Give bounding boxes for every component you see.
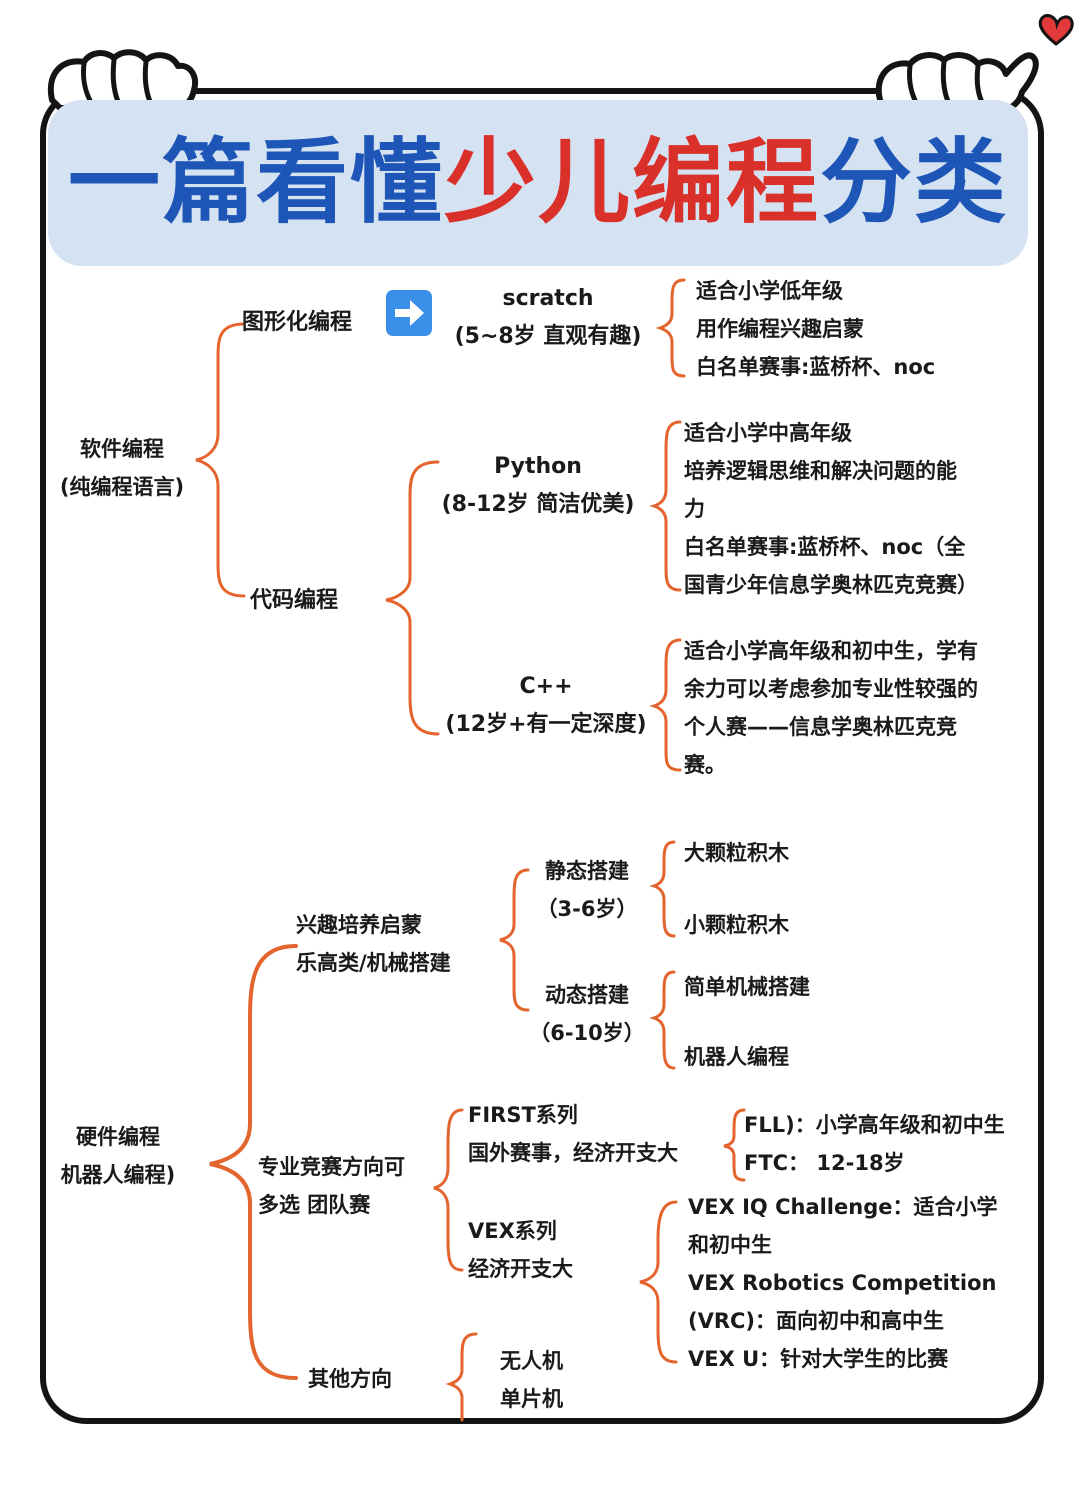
dynamic-build-line-2: （6-10岁） bbox=[529, 1021, 645, 1045]
vex-item-2: 和初中生 bbox=[688, 1233, 772, 1257]
scratch-note-2: 用作编程兴趣启蒙 bbox=[696, 317, 864, 341]
vex-series-label: VEX系列 经济开支大 bbox=[468, 1212, 573, 1288]
interest-label: 兴趣培养启蒙 乐高类/机械搭建 bbox=[296, 906, 451, 982]
scratch-note-3: 白名单赛事:蓝桥杯、noc bbox=[696, 355, 936, 379]
dynamic-build-line-1: 动态搭建 bbox=[545, 983, 629, 1007]
brace-cpp-notes bbox=[649, 638, 682, 772]
software-root-line-1: 软件编程 bbox=[80, 437, 164, 461]
competition-label: 专业竞赛方向可 多选 团队赛 bbox=[258, 1148, 405, 1224]
cpp-note-1: 适合小学高年级和初中生，学有 bbox=[684, 639, 978, 663]
python-note-1: 适合小学中高年级 bbox=[684, 421, 852, 445]
dynamic-item-1: 简单机械搭建 bbox=[684, 975, 810, 999]
first-series-line-2: 国外赛事，经济开支大 bbox=[468, 1141, 678, 1165]
hardware-root-line-1: 硬件编程 bbox=[76, 1125, 160, 1149]
vex-item-3: VEX Robotics Competition bbox=[688, 1271, 997, 1295]
brace-vex bbox=[639, 1200, 678, 1364]
vex-item-5: VEX U：针对大学生的比赛 bbox=[688, 1347, 949, 1371]
first-series-line-1: FIRST系列 bbox=[468, 1103, 578, 1127]
dynamic-item-2: 机器人编程 bbox=[684, 1045, 789, 1069]
first-items: FLL)：小学高年级和初中生 FTC： 12-18岁 bbox=[744, 1106, 1005, 1182]
software-root-label: 软件编程 (纯编程语言) bbox=[22, 430, 222, 506]
heart-icon bbox=[1038, 14, 1074, 46]
brace-competition bbox=[433, 1108, 464, 1272]
competition-line-1: 专业竞赛方向可 bbox=[258, 1155, 405, 1179]
brace-other bbox=[445, 1332, 478, 1422]
first-item-fll: FLL)：小学高年级和初中生 bbox=[744, 1113, 1005, 1137]
brace-interest bbox=[499, 868, 530, 1012]
vex-series-line-2: 经济开支大 bbox=[468, 1257, 573, 1281]
first-item-ftc: FTC： 12-18岁 bbox=[744, 1151, 905, 1175]
scratch-label: scratch (5~8岁 直观有趣) bbox=[436, 280, 660, 356]
brace-code bbox=[385, 460, 440, 736]
vex-item-4: (VRC)：面向初中和高中生 bbox=[688, 1309, 945, 1333]
other-item-drone: 无人机 bbox=[500, 1349, 563, 1373]
brace-hardware bbox=[209, 944, 298, 1380]
title-part-1: 一篇看懂 bbox=[67, 129, 444, 236]
cpp-note-3: 个人赛——信息学奥林匹克竞 bbox=[684, 715, 957, 739]
software-root-line-2: (纯编程语言) bbox=[59, 475, 185, 499]
static-build-line-2: （3-6岁） bbox=[536, 897, 638, 921]
python-line-2: (8-12岁 简洁优美) bbox=[441, 492, 635, 517]
title-part-2: 少儿编程 bbox=[443, 129, 820, 236]
hardware-root-line-2: 机器人编程) bbox=[60, 1163, 176, 1187]
card-frame bbox=[40, 88, 1044, 1424]
scratch-notes: 适合小学低年级 用作编程兴趣启蒙 白名单赛事:蓝桥杯、noc bbox=[696, 272, 935, 386]
cpp-line-1: C++ bbox=[519, 674, 573, 699]
brace-first bbox=[723, 1108, 746, 1182]
python-note-5: 国青少年信息学奥林匹克竞赛） bbox=[684, 573, 978, 597]
cpp-note-4: 赛。 bbox=[684, 753, 726, 777]
python-note-4: 白名单赛事:蓝桥杯、noc（全 bbox=[684, 535, 966, 559]
python-note-2: 培养逻辑思维和解决问题的能 bbox=[684, 459, 957, 483]
cpp-note-2: 余力可以考虑参加专业性较强的 bbox=[684, 677, 978, 701]
static-item-1: 大颗粒积木 bbox=[684, 841, 789, 865]
right-arrow-icon bbox=[386, 290, 432, 336]
code-label: 代码编程 bbox=[250, 588, 339, 613]
other-item-mcu: 单片机 bbox=[500, 1387, 563, 1411]
scratch-line-2: (5~8岁 直观有趣) bbox=[454, 324, 642, 349]
dynamic-build-label: 动态搭建 （6-10岁） bbox=[520, 976, 654, 1052]
brace-python-notes bbox=[649, 420, 682, 592]
scratch-note-1: 适合小学低年级 bbox=[696, 279, 843, 303]
cpp-notes: 适合小学高年级和初中生，学有 余力可以考虑参加专业性较强的 个人赛——信息学奥林… bbox=[684, 632, 978, 784]
other-items: 无人机 单片机 bbox=[500, 1342, 563, 1418]
python-label: Python (8-12岁 简洁优美) bbox=[420, 448, 656, 524]
graphical-label: 图形化编程 bbox=[242, 310, 353, 335]
first-series-label: FIRST系列 国外赛事，经济开支大 bbox=[468, 1096, 678, 1172]
page-title: 一篇看懂少儿编程分类 bbox=[48, 120, 1028, 246]
scratch-line-1: scratch bbox=[502, 286, 594, 311]
vex-item-1: VEX IQ Challenge：适合小学 bbox=[688, 1195, 998, 1219]
vex-items: VEX IQ Challenge：适合小学 和初中生 VEX Robotics … bbox=[688, 1188, 997, 1378]
static-build-line-1: 静态搭建 bbox=[545, 859, 629, 883]
static-build-label: 静态搭建 （3-6岁） bbox=[520, 852, 654, 928]
brace-dynamic bbox=[649, 970, 676, 1070]
other-label: 其他方向 bbox=[308, 1367, 392, 1391]
cpp-line-2: (12岁+有一定深度) bbox=[445, 712, 647, 737]
title-part-3: 分类 bbox=[820, 129, 1009, 236]
vex-series-line-1: VEX系列 bbox=[468, 1219, 557, 1243]
title-banner bbox=[48, 100, 1028, 266]
interest-line-2: 乐高类/机械搭建 bbox=[296, 951, 451, 975]
hardware-root-label: 硬件编程 机器人编程) bbox=[20, 1118, 216, 1194]
interest-line-1: 兴趣培养启蒙 bbox=[296, 913, 422, 937]
brace-static bbox=[649, 840, 676, 938]
static-item-2: 小颗粒积木 bbox=[684, 913, 789, 937]
python-note-3: 力 bbox=[684, 497, 705, 521]
python-line-1: Python bbox=[494, 454, 582, 479]
python-notes: 适合小学中高年级 培养逻辑思维和解决问题的能 力 白名单赛事:蓝桥杯、noc（全… bbox=[684, 414, 978, 604]
brace-software bbox=[195, 322, 246, 598]
competition-line-2: 多选 团队赛 bbox=[258, 1193, 371, 1217]
brace-scratch-notes bbox=[655, 278, 686, 378]
cpp-label: C++ (12岁+有一定深度) bbox=[424, 668, 668, 744]
